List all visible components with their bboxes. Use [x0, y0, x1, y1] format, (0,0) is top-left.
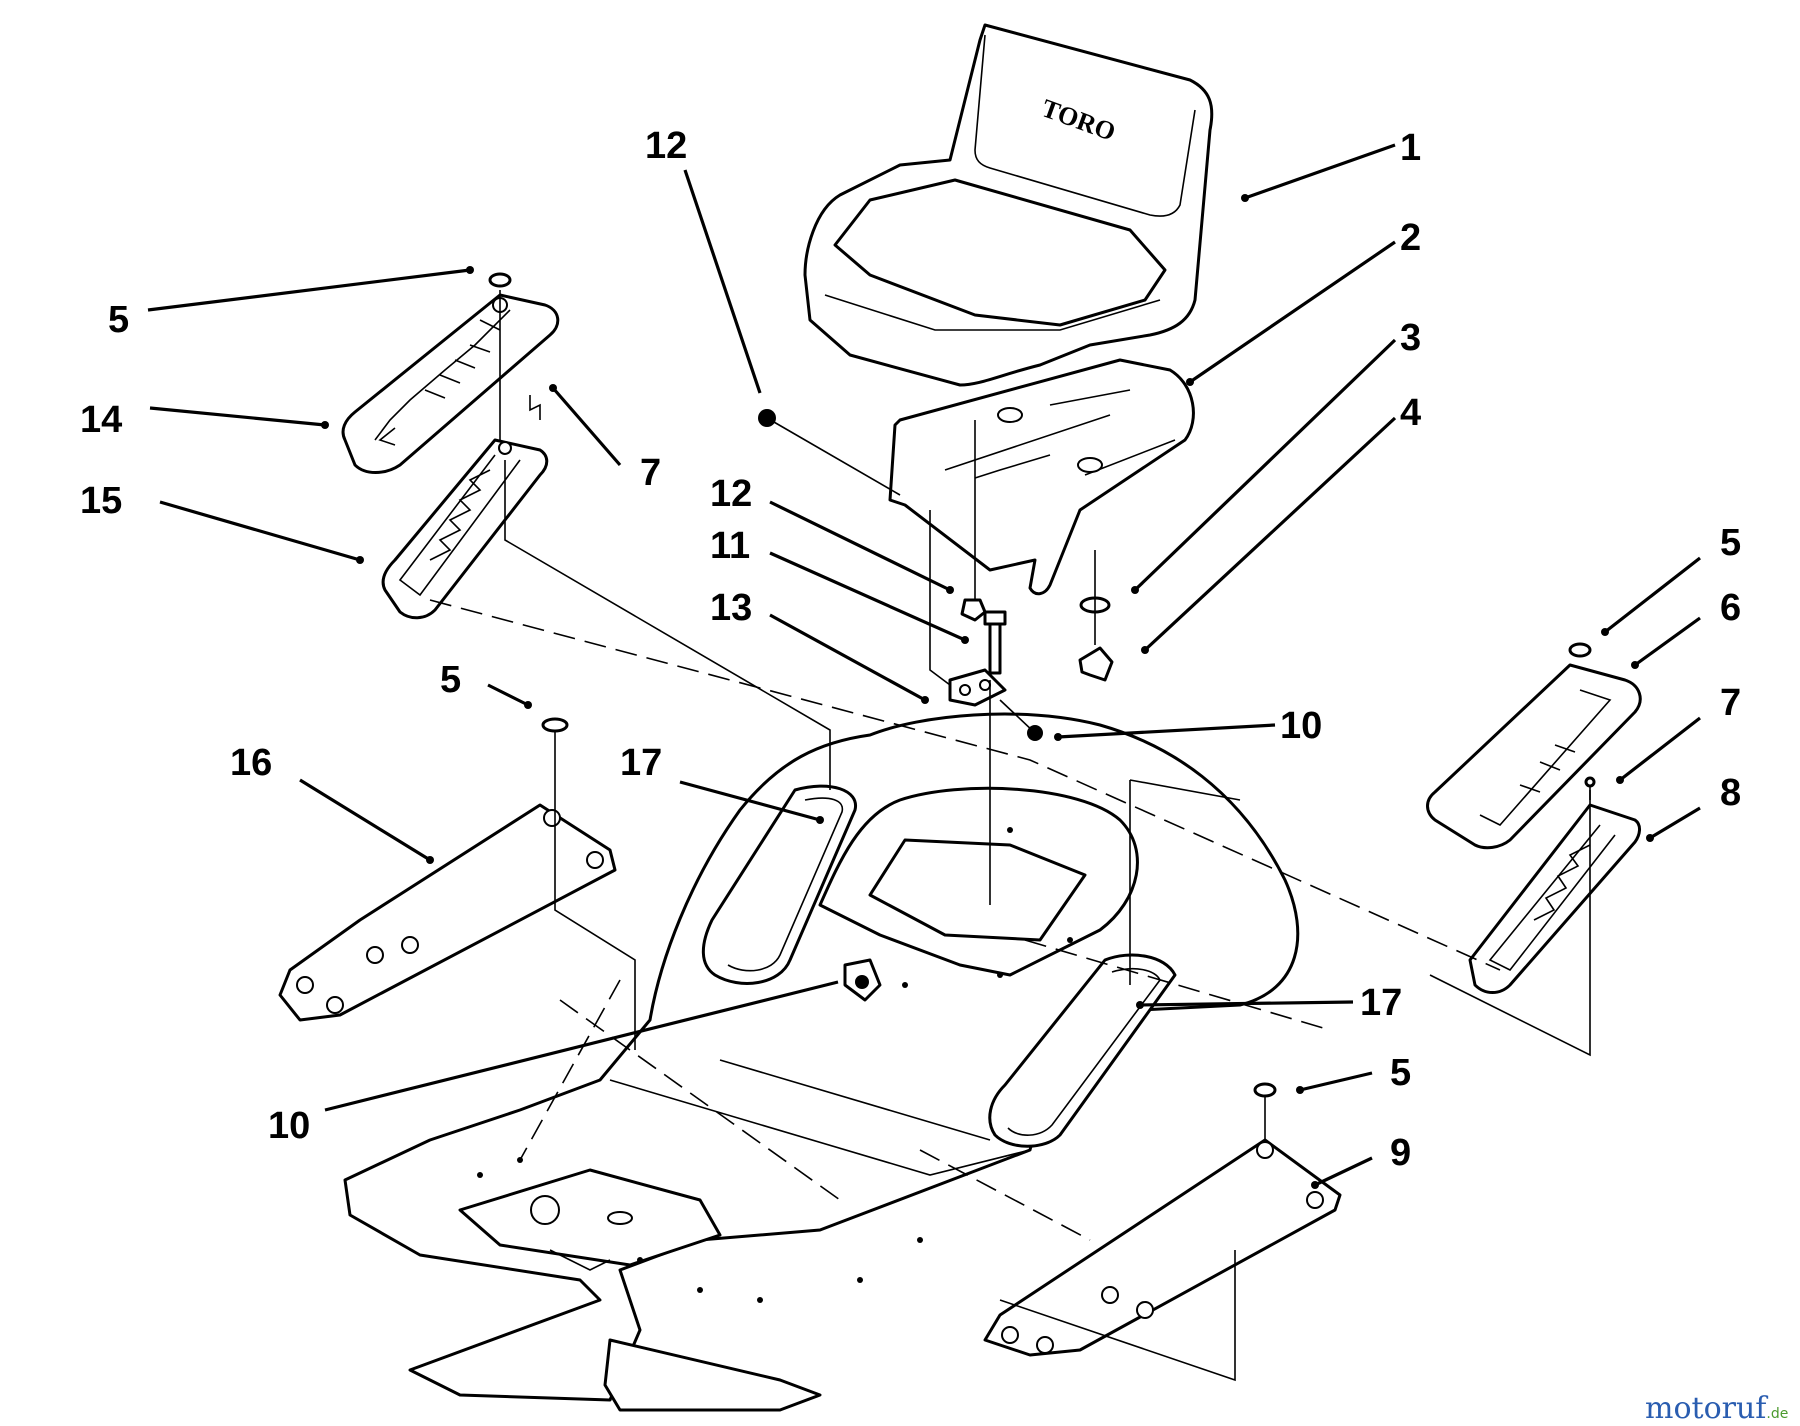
callout-17-right: 17: [1360, 982, 1402, 1024]
callout-5-left-mid: 5: [440, 659, 461, 701]
shift-guide-right-8: [1468, 803, 1641, 994]
callout-12-top: 12: [645, 125, 687, 167]
watermark-logo: motoruf.de: [1645, 1391, 1788, 1426]
seat: TORO: [803, 23, 1214, 387]
callout-6: 6: [1720, 587, 1741, 629]
callout-numbers: 1 2 3 4 5 5 5 5 6 7 7 8 9 10 10 11 12 12…: [80, 125, 1741, 1174]
callout-9: 9: [1390, 1132, 1411, 1174]
callout-8: 8: [1720, 772, 1741, 814]
watermark: motoruf.de: [1645, 1391, 1788, 1426]
callout-17-left: 17: [620, 742, 662, 784]
callout-11: 11: [710, 525, 750, 567]
callout-15: 15: [80, 480, 122, 522]
callout-1: 1: [1400, 127, 1421, 169]
callout-10-right: 10: [1280, 705, 1322, 747]
leader-lines: [147, 143, 1701, 1189]
fender-body-pan: [343, 712, 1300, 1412]
callout-3: 3: [1400, 317, 1421, 359]
callout-16: 16: [230, 742, 272, 784]
callout-7-left: 7: [640, 452, 661, 494]
shift-guide-left-15: [381, 438, 549, 620]
shift-plate-right-6: [1426, 663, 1642, 850]
callout-13: 13: [710, 587, 752, 629]
watermark-suffix: .de: [1766, 1406, 1788, 1422]
footrest-right-9: [983, 1138, 1342, 1357]
watermark-name: motoruf: [1645, 1391, 1768, 1426]
shift-plate-left-14: [341, 293, 560, 474]
callout-2: 2: [1400, 217, 1421, 259]
callout-12-mid: 12: [710, 473, 752, 515]
callout-5-right-bottom: 5: [1390, 1052, 1411, 1094]
callout-7-right: 7: [1720, 682, 1741, 724]
callout-10-left: 10: [268, 1105, 310, 1147]
callout-4: 4: [1400, 392, 1421, 434]
center-hardware: [758, 409, 1114, 905]
callout-5-right-top: 5: [1720, 522, 1741, 564]
footrest-left-16: [278, 803, 617, 1022]
seat-pan: [888, 358, 1195, 596]
callout-14: 14: [80, 399, 122, 441]
callout-5-left-top: 5: [108, 299, 129, 341]
assembly-guide-lines: [429, 290, 1591, 1382]
small-fasteners: [488, 272, 1596, 1098]
